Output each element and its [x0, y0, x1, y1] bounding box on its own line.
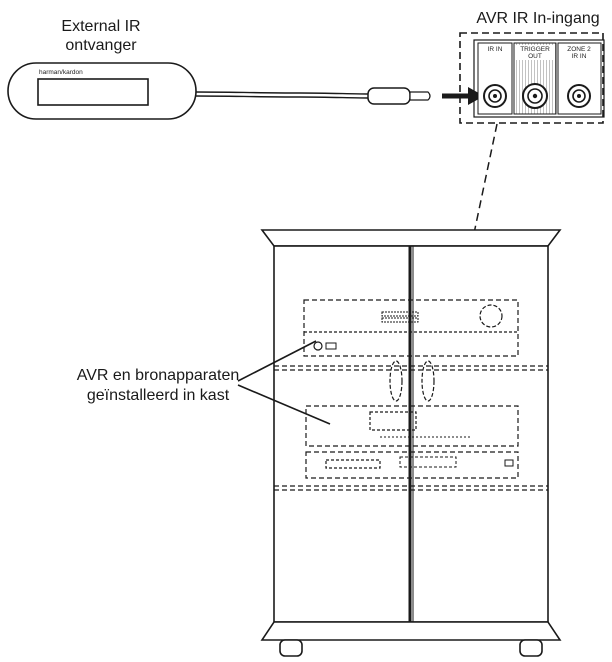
zone2-label-line1: ZONE 2: [567, 46, 591, 53]
trigger-out-label-line2: OUT: [528, 53, 542, 60]
receiver-sensor-window: [37, 78, 149, 106]
cabinet-label-line1: AVR en bronapparaten: [77, 367, 239, 384]
external-ir-label-line1: External IR: [61, 18, 140, 35]
plug-tip: [409, 91, 431, 101]
left-door-handle: [389, 360, 403, 402]
ir-in-jack: IR IN: [477, 42, 513, 115]
right-wheel: [519, 639, 543, 657]
avr-unit: [303, 299, 519, 357]
cabinet-top: [260, 229, 562, 247]
avr-ir-input-label: AVR IR In-ingang: [476, 10, 599, 27]
ir-cable: [195, 87, 431, 105]
source-device-1: [305, 405, 519, 447]
right-door-handle: [421, 360, 435, 402]
ir-in-jack-label: IR IN: [488, 46, 503, 53]
trigger-out-jack: TRIGGER OUT: [513, 42, 557, 115]
cabinet-label-line2: geïnstalleerd in kast: [87, 387, 230, 404]
external-ir-label-line2: ontvanger: [65, 37, 137, 54]
cabinet: [260, 229, 562, 657]
receiver-brand-logo: harman/kardon: [39, 69, 83, 76]
insert-arrow: [442, 87, 484, 105]
left-wheel: [279, 639, 303, 657]
trigger-out-label-line1: TRIGGER: [520, 46, 550, 53]
external-ir-receiver: harman/kardon: [7, 62, 197, 120]
callout-line-avr: [237, 340, 317, 382]
zone2-ir-in-jack: ZONE 2 IR IN: [557, 42, 602, 115]
source-device-2: [305, 451, 519, 479]
avr-jack-panel: IR IN TRIGGER OUT ZONE 2 IR IN: [459, 32, 605, 124]
zone2-label-line2: IR IN: [572, 53, 587, 60]
callout-line-source: [237, 384, 331, 425]
mini-jack-plug: [367, 87, 411, 105]
cabinet-base: [260, 621, 562, 641]
